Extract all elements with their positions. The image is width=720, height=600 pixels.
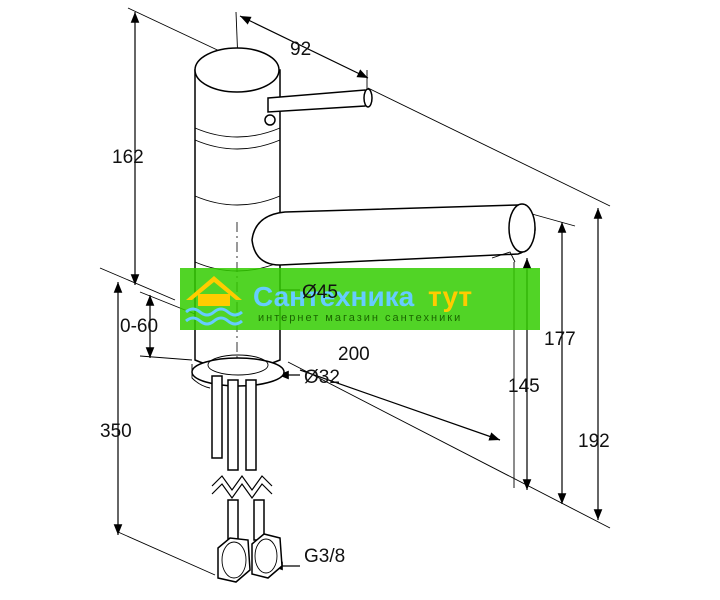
dim-177: 177 xyxy=(544,329,576,350)
dim-d32: Ø32 xyxy=(304,367,340,388)
dim-g3-8: G3/8 xyxy=(304,546,345,567)
dim-0-60: 0-60 xyxy=(120,316,158,337)
dim-200: 200 xyxy=(338,344,370,365)
watermark-subtitle: интернет магазин сантехники xyxy=(258,312,462,324)
dim-145: 145 xyxy=(508,376,540,397)
dim-92: 92 xyxy=(290,39,311,60)
dim-192: 192 xyxy=(578,431,610,452)
dim-350: 350 xyxy=(100,421,132,442)
watermark-title: Сантехника тут xyxy=(253,281,472,312)
watermark: Сантехника тут интернет магазин сантехни… xyxy=(180,268,540,330)
dimension-labels: 92 162 Ø45 0-60 200 177 Ø32 145 350 192 … xyxy=(100,39,610,567)
dim-162: 162 xyxy=(112,147,144,168)
house-logo-icon xyxy=(185,276,243,326)
dim-d45: Ø45 xyxy=(302,282,338,303)
